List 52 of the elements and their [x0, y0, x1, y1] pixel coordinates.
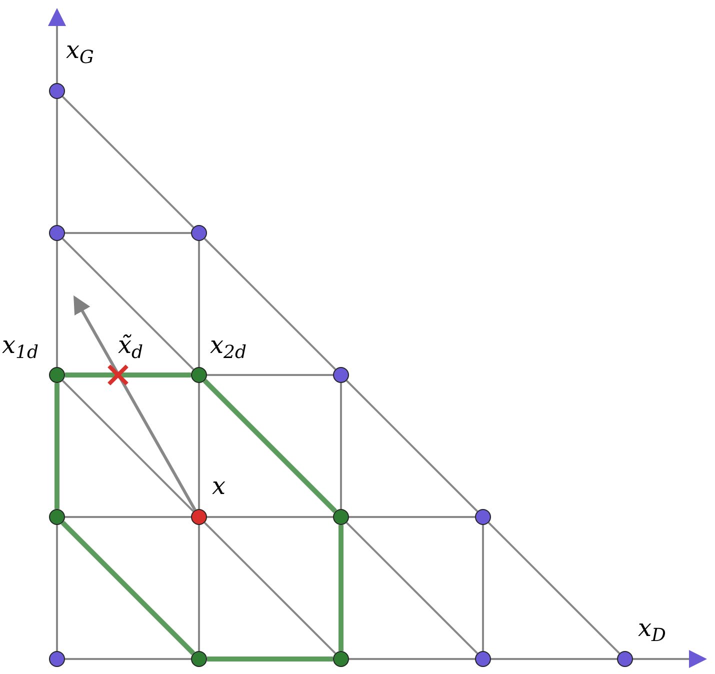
- grid-point: [617, 651, 633, 667]
- grid-line: [56, 525, 58, 651]
- grid-line: [56, 241, 58, 367]
- point-label: x$_{2d}$: [210, 333, 247, 357]
- grid-point: [49, 367, 65, 383]
- grid-line: [65, 232, 191, 234]
- grid-line: [62, 380, 194, 512]
- grid-line: [62, 96, 194, 228]
- grid-line: [340, 383, 342, 509]
- path-line: [65, 372, 191, 378]
- grid-point: [475, 651, 491, 667]
- path-line: [338, 525, 344, 651]
- point-label: x: [212, 474, 226, 498]
- grid-line: [491, 658, 617, 660]
- grid-point: [475, 509, 491, 525]
- grid-point: [333, 509, 349, 525]
- axis-label: x̃$_{d}$: [118, 333, 144, 357]
- grid-line: [207, 516, 333, 518]
- grid-line: [346, 380, 478, 512]
- grid-line: [482, 525, 484, 651]
- grid-line: [488, 522, 620, 654]
- grid-point: [191, 651, 207, 667]
- point-label: x$_{1d}$: [2, 333, 39, 357]
- grid-line: [198, 241, 200, 367]
- grid-point: [191, 367, 207, 383]
- grid-point: [191, 225, 207, 241]
- grid-line: [207, 374, 333, 376]
- grid-line: [62, 238, 194, 370]
- grid-point: [191, 509, 207, 525]
- axis-label: x$_{G}$: [66, 38, 94, 62]
- grid-point: [333, 367, 349, 383]
- grid-line: [204, 238, 336, 370]
- grid-line: [346, 522, 478, 654]
- grid-point: [49, 509, 65, 525]
- grid-line: [198, 525, 200, 651]
- grid-line: [198, 383, 200, 509]
- arrow: [74, 295, 196, 511]
- grid-line: [204, 522, 336, 654]
- grid-line: [349, 516, 475, 518]
- grid-point: [49, 225, 65, 241]
- grid-line: [65, 658, 191, 660]
- grid-line: [65, 516, 191, 518]
- grid-line: [349, 658, 475, 660]
- grid-point: [49, 651, 65, 667]
- path-line: [202, 378, 338, 514]
- axis-label: x$_{D}$: [638, 616, 666, 640]
- grid-line: [56, 99, 58, 225]
- path-line: [60, 520, 196, 656]
- path-line: [54, 383, 60, 509]
- grid-point: [333, 651, 349, 667]
- grid-point: [49, 83, 65, 99]
- path-line: [207, 656, 333, 662]
